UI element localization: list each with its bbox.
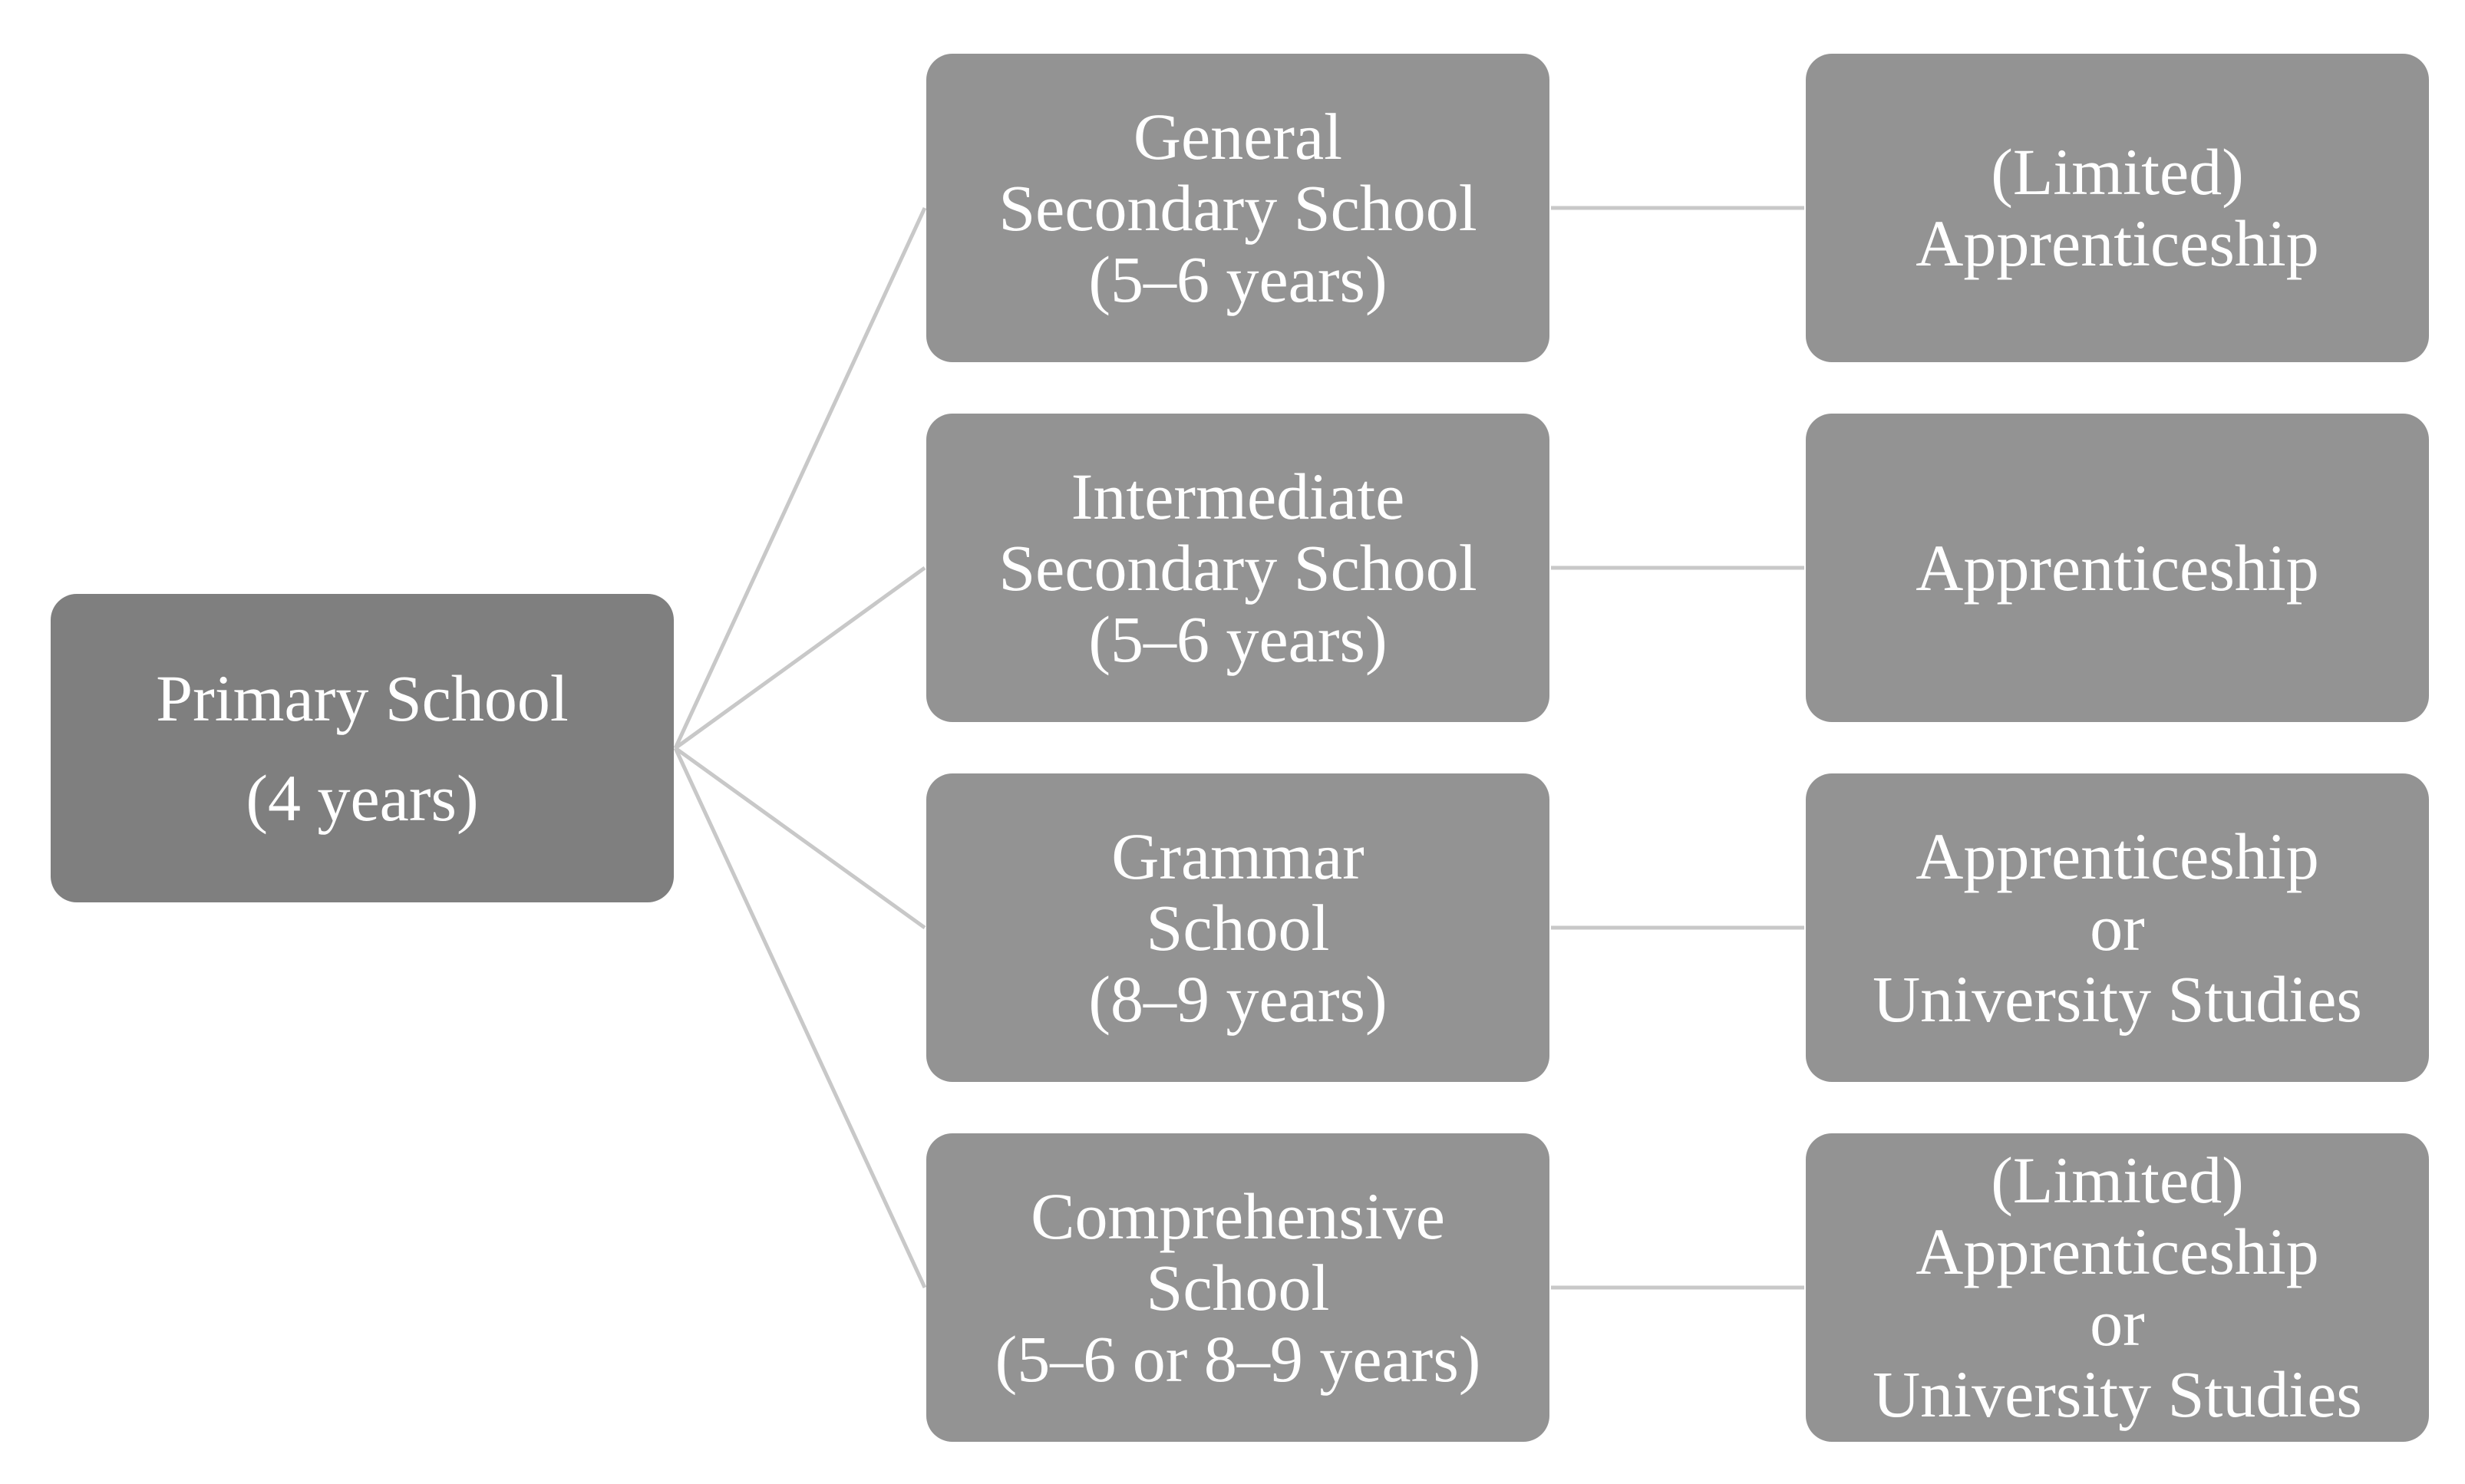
primary-school-label: Primary School (4 years) <box>156 648 568 848</box>
grammar-school-line-3: (8–9 years) <box>1088 961 1388 1036</box>
primary-school-line-1: Primary School <box>156 661 569 735</box>
general-secondary-school-label: General Secondary School (5–6 years) <box>998 101 1477 315</box>
intermediate-secondary-school-label: Intermediate Secondary School (5–6 years… <box>998 459 1477 676</box>
comprehensive-school-line-2: School <box>1146 1250 1330 1324</box>
connector-root-general-secondary <box>673 206 927 750</box>
connector-root-comprehensive <box>673 747 927 1289</box>
grammar-school-outcome-line-1: Apprenticeship <box>1916 819 2319 893</box>
comprehensive-school-node: Comprehensive School (5–6 or 8–9 years) <box>926 1133 1549 1442</box>
connector-root-intermediate-secondary <box>674 566 926 750</box>
grammar-school-outcome-label: Apprenticeship or University Studies <box>1873 819 2362 1036</box>
intermediate-secondary-line-2: Secondary School <box>998 530 1477 605</box>
grammar-school-node: Grammar School (8–9 years) <box>926 773 1549 1082</box>
grammar-school-label: Grammar School (8–9 years) <box>1088 819 1388 1036</box>
general-secondary-school-node: General Secondary School (5–6 years) <box>926 54 1549 362</box>
general-secondary-outcome-line-1: (Limited) <box>1991 135 2244 209</box>
intermediate-secondary-line-1: Intermediate <box>1071 459 1405 533</box>
intermediate-secondary-outcome-node: Apprenticeship <box>1806 414 2429 722</box>
intermediate-secondary-outcome-label: Apprenticeship <box>1916 530 2319 605</box>
primary-school-node: Primary School (4 years) <box>51 594 674 902</box>
general-secondary-outcome-label: (Limited) Apprenticeship <box>1916 137 2318 279</box>
grammar-school-outcome-line-2: or <box>2090 890 2145 965</box>
general-secondary-outcome-line-2: Apprenticeship <box>1916 206 2319 280</box>
comprehensive-school-outcome-line-3: or <box>2090 1286 2145 1360</box>
general-secondary-line-2: Secondary School <box>998 170 1477 245</box>
comprehensive-school-outcome-line-2: Apprenticeship <box>1916 1215 2319 1288</box>
comprehensive-school-line-3: (5–6 or 8–9 years) <box>995 1321 1481 1396</box>
comprehensive-school-outcome-label: (Limited) Apprenticeship or University S… <box>1873 1145 2362 1430</box>
general-secondary-outcome-node: (Limited) Apprenticeship <box>1806 54 2429 362</box>
grammar-school-outcome-line-3: University Studies <box>1873 961 2362 1036</box>
primary-school-line-2: (4 years) <box>246 761 479 835</box>
grammar-school-line-2: School <box>1146 890 1330 965</box>
grammar-school-outcome-node: Apprenticeship or University Studies <box>1806 773 2429 1082</box>
intermediate-secondary-school-node: Intermediate Secondary School (5–6 years… <box>926 414 1549 722</box>
connector-root-grammar <box>674 746 926 930</box>
grammar-school-line-1: Grammar <box>1111 819 1364 893</box>
general-secondary-line-1: General <box>1133 99 1343 173</box>
comprehensive-school-outcome-line-4: University Studies <box>1873 1357 2362 1431</box>
comprehensive-school-line-1: Comprehensive <box>1031 1179 1445 1253</box>
comprehensive-school-outcome-line-1: (Limited) <box>1991 1143 2244 1217</box>
comprehensive-school-outcome-node: (Limited) Apprenticeship or University S… <box>1806 1133 2429 1442</box>
comprehensive-school-label: Comprehensive School (5–6 or 8–9 years) <box>995 1179 1481 1396</box>
intermediate-secondary-line-3: (5–6 years) <box>1088 602 1388 676</box>
intermediate-secondary-outcome-line-1: Apprenticeship <box>1916 530 2319 605</box>
general-secondary-line-3: (5–6 years) <box>1088 242 1388 316</box>
